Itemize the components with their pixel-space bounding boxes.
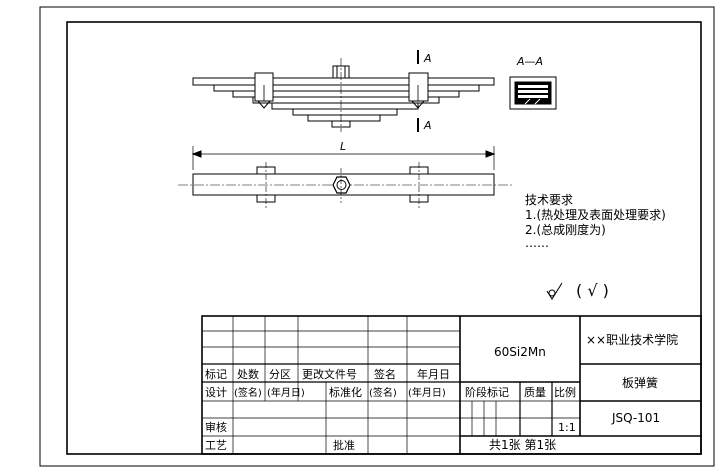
section-view: [509, 76, 557, 110]
tb-scale-label: 比例: [554, 385, 576, 399]
dimension-label-L: L: [340, 140, 346, 153]
tb-change-doc: 更改文件号: [302, 367, 357, 381]
front-view: [192, 50, 495, 132]
section-label-bottom: A: [423, 119, 432, 132]
tb-mark: 标记: [205, 367, 227, 381]
tb-design-date: (年月日): [267, 386, 305, 399]
center-nut-hexagon: [332, 176, 351, 194]
tb-count: 处数: [237, 368, 259, 381]
tb-sheet-count: 共1张 第1张: [489, 438, 556, 452]
surface-roughness-icon: [546, 282, 563, 300]
top-view: [178, 146, 512, 208]
tb-review: 审核: [205, 420, 227, 434]
tb-signature: 签名: [374, 367, 396, 381]
title-block: [201, 315, 702, 455]
tb-standardize: 标准化: [329, 385, 362, 399]
tb-part-name: 板弹簧: [622, 375, 658, 390]
leaf-6: [292, 108, 398, 116]
leaf-5: [271, 102, 419, 110]
tech-req-item-1: 1.(热处理及表面处理要求): [525, 208, 666, 222]
tech-req-item-2: 2.(总成刚度为): [525, 222, 606, 237]
tb-design: 设计: [205, 386, 227, 399]
section-view-title: A—A: [516, 55, 543, 68]
tb-zone: 分区: [269, 368, 291, 381]
section-label-top: A: [423, 52, 432, 65]
leaf-1: [192, 77, 495, 86]
tb-approve: 批准: [333, 438, 355, 452]
tb-drawing-no: JSQ-101: [611, 411, 660, 425]
tb-date: 年月日: [417, 367, 450, 381]
tb-std-signature: (签名): [369, 386, 397, 399]
tb-scale-value: 1:1: [558, 421, 576, 434]
roughness-note: ( √ ): [576, 281, 609, 300]
leaf-2: [213, 84, 480, 92]
tb-design-signature: (签名): [234, 386, 262, 399]
sheet-trim-line: [39, 6, 715, 467]
tech-req-item-3: ……: [525, 236, 549, 250]
tb-weight: 质量: [524, 386, 546, 399]
tech-req-heading: 技术要求: [525, 193, 573, 207]
tb-material: 60Si2Mn: [494, 345, 546, 359]
leaf-7: [307, 114, 381, 122]
tb-stage-mark: 阶段标记: [465, 385, 509, 399]
clamp-right: [408, 72, 429, 102]
tb-school: ××职业技术学院: [586, 332, 678, 347]
tb-std-date: (年月日): [408, 386, 446, 399]
spring-plan-outline: [192, 173, 495, 196]
tb-process: 工艺: [205, 439, 227, 452]
